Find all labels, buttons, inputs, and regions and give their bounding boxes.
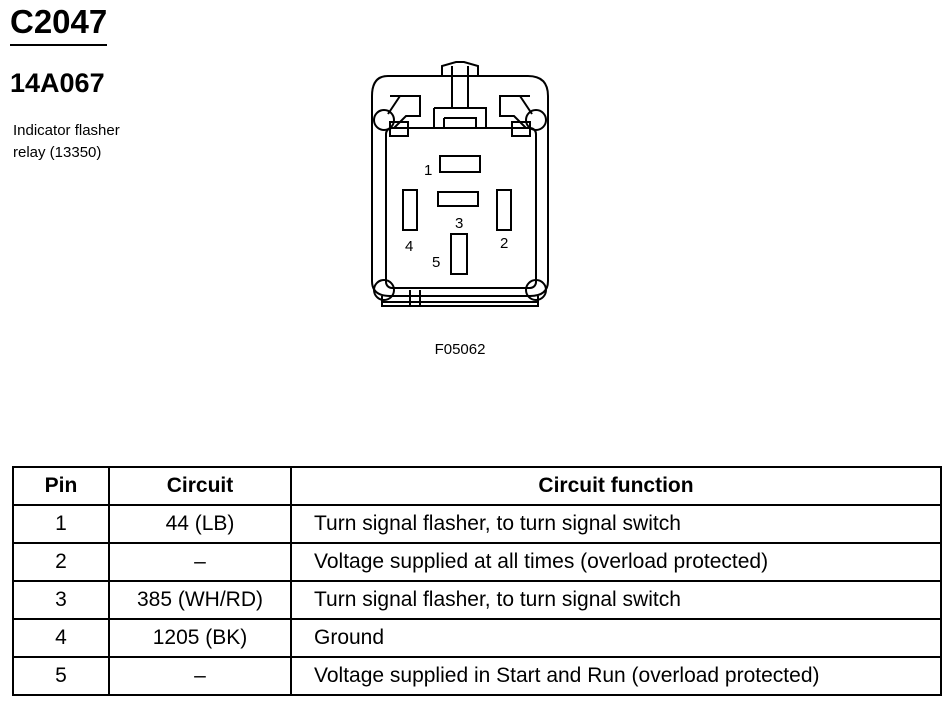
circuit-cell: – (108, 542, 292, 582)
pin-5-label: 5 (432, 254, 440, 271)
connector-id: C2047 (10, 2, 108, 46)
figure-number: F05062 (434, 341, 486, 358)
header-circuit-function: Circuit function (290, 466, 942, 506)
pin-cell: 2 (12, 542, 110, 582)
table-row: 1 44 (LB) Turn signal flasher, to turn s… (12, 504, 942, 544)
pin-cell: 1 (12, 504, 110, 544)
pin-1-label: 1 (424, 162, 432, 179)
table-row: 4 1205 (BK) Ground (12, 618, 942, 658)
function-cell: Voltage supplied at all times (overload … (290, 542, 942, 582)
pin-4-label: 4 (405, 238, 413, 255)
pin-cell: 5 (12, 656, 110, 696)
pin-2-label: 2 (500, 235, 508, 252)
pin-2-terminal (496, 189, 512, 231)
pin-1-terminal (439, 155, 481, 173)
table-row: 5 – Voltage supplied in Start and Run (o… (12, 656, 942, 696)
circuit-cell: 44 (LB) (108, 504, 292, 544)
locking-tab (441, 61, 479, 76)
circuit-cell: 385 (WH/RD) (108, 580, 292, 620)
connector-face-diagram: 1 2 3 4 5 (371, 61, 549, 307)
pin-cell: 3 (12, 580, 110, 620)
circuit-cell: 1205 (BK) (108, 618, 292, 658)
description-line-2: relay (13350) (13, 144, 102, 161)
component-description: Indicator flasher relay (13350) (13, 120, 120, 164)
pin-table-header-row: Pin Circuit Circuit function (12, 466, 942, 506)
table-row: 3 385 (WH/RD) Turn signal flasher, to tu… (12, 580, 942, 620)
description-line-1: Indicator flasher (13, 122, 120, 139)
pin-3-terminal (437, 191, 479, 207)
table-row: 2 – Voltage supplied at all times (overl… (12, 542, 942, 582)
connector-face (385, 127, 537, 289)
pin-table: Pin Circuit Circuit function 1 44 (LB) T… (12, 466, 942, 696)
circuit-cell: – (108, 656, 292, 696)
function-cell: Voltage supplied in Start and Run (overl… (290, 656, 942, 696)
function-cell: Turn signal flasher, to turn signal swit… (290, 580, 942, 620)
function-cell: Ground (290, 618, 942, 658)
header-circuit: Circuit (108, 466, 292, 506)
pin-cell: 4 (12, 618, 110, 658)
header-pin: Pin (12, 466, 110, 506)
pin-5-terminal (450, 233, 468, 275)
connector-housing (371, 75, 549, 297)
pin-4-terminal (402, 189, 418, 231)
pin-3-label: 3 (455, 215, 463, 232)
function-cell: Turn signal flasher, to turn signal swit… (290, 504, 942, 544)
part-number: 14A067 (10, 68, 105, 98)
